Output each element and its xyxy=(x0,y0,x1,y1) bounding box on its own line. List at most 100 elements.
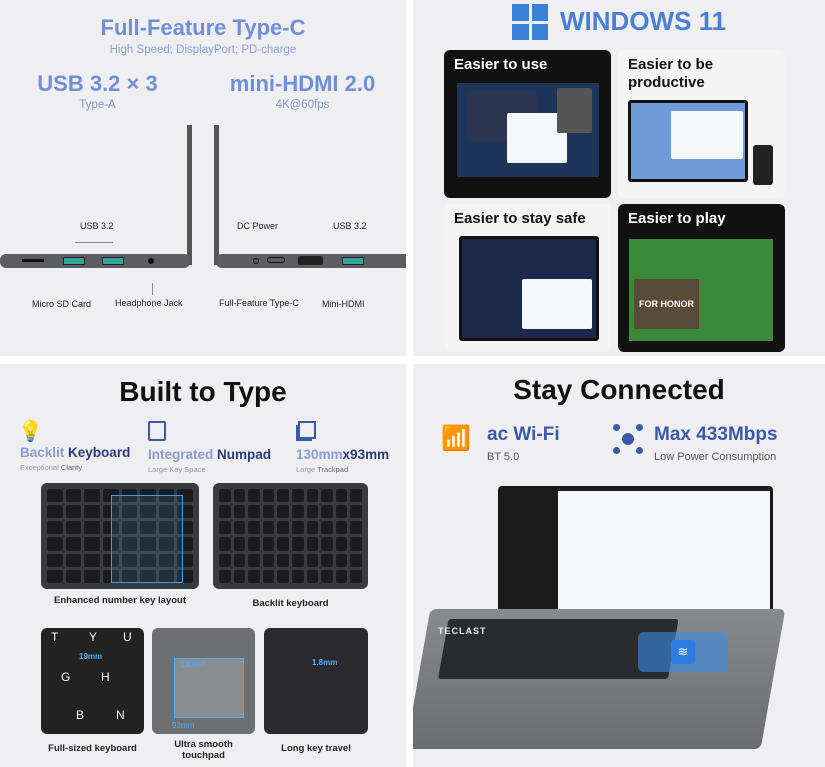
caption-fullsize: Full-sized keyboard xyxy=(48,743,137,754)
key xyxy=(102,489,119,503)
key xyxy=(177,553,193,567)
key xyxy=(140,553,156,567)
key xyxy=(84,489,100,503)
label-headphone: Headphone Jack xyxy=(115,298,183,308)
feature-numpad-sub: Large Key Space xyxy=(148,465,206,474)
key xyxy=(292,537,304,551)
microsd-slot xyxy=(22,259,44,262)
label-usb-left: USB 3.2 xyxy=(80,221,114,231)
ports-title: Full-Feature Type-C xyxy=(100,15,306,40)
key xyxy=(219,521,231,535)
windows-logo-icon xyxy=(512,4,548,40)
sub-light: Large Key xyxy=(148,465,183,474)
key-label: B xyxy=(76,708,85,722)
key xyxy=(158,521,175,535)
card-easier-productive: Easier to be productive xyxy=(618,50,785,198)
key xyxy=(233,569,246,583)
dc-port xyxy=(253,258,259,264)
windows-panel: WINDOWS 11 Easier to use Easier to be pr… xyxy=(413,0,825,356)
key xyxy=(233,553,246,567)
pad-height-dim: 93mm xyxy=(172,721,195,730)
phone-image xyxy=(753,145,773,185)
key xyxy=(177,537,193,551)
key xyxy=(65,553,82,567)
feature-bold-text: Keyboard xyxy=(68,445,131,460)
laptop-screen: FOR HONOR xyxy=(626,236,776,344)
feature-trackpad: 130mmx93mm xyxy=(296,447,389,462)
key xyxy=(321,569,333,583)
key xyxy=(140,537,156,551)
key xyxy=(47,569,63,583)
hdmi-subtitle: 4K@60fps xyxy=(275,99,330,111)
numpad-keyboard-image xyxy=(41,483,199,589)
windows-title: WINDOWS 11 xyxy=(560,6,727,36)
key xyxy=(84,505,100,519)
connect-title: Stay Connected xyxy=(513,374,725,405)
key xyxy=(65,569,82,583)
ports-subtitle: High Speed; DisplayPort; PD-charge xyxy=(109,44,297,56)
key xyxy=(292,489,304,503)
key xyxy=(321,553,333,567)
key xyxy=(248,553,260,567)
key xyxy=(350,521,362,535)
key xyxy=(321,505,333,519)
key xyxy=(177,521,193,535)
pad-width-dim: 130mm xyxy=(180,660,207,669)
key xyxy=(84,521,100,535)
key xyxy=(350,489,362,503)
caption-touchpad: Ultra smooth touchpad xyxy=(174,739,233,761)
key xyxy=(292,569,304,583)
key xyxy=(262,521,275,535)
key-travel-dim: 1.8mm xyxy=(312,658,338,667)
key xyxy=(262,537,275,551)
key xyxy=(65,489,82,503)
bulb-icon: 💡 xyxy=(18,421,43,443)
key xyxy=(350,569,362,583)
key xyxy=(140,505,156,519)
brand-logo: TECLAST xyxy=(438,626,487,636)
caption-backlit: Backlit keyboard xyxy=(252,598,329,609)
key xyxy=(277,489,289,503)
typec-port xyxy=(267,257,285,263)
sub-bold: Clarity xyxy=(60,463,83,472)
key-label: U xyxy=(123,630,132,644)
feature-numpad: Integrated Numpad xyxy=(148,447,271,462)
key xyxy=(219,489,231,503)
laptop-screen xyxy=(498,486,773,626)
key xyxy=(219,569,231,583)
key xyxy=(84,553,100,567)
key xyxy=(248,521,260,535)
key xyxy=(335,553,348,567)
card-title: Easier to play xyxy=(628,210,726,227)
feature-bold-text: x93mm xyxy=(342,447,390,462)
key xyxy=(102,569,119,583)
key xyxy=(84,537,100,551)
card-title: Easier to stay safe xyxy=(454,210,586,227)
key xyxy=(306,553,319,567)
ports-panel: Full-Feature Type-C High Speed; DisplayP… xyxy=(0,0,406,356)
numpad-icon xyxy=(148,421,166,441)
sub-bold: Space xyxy=(184,465,206,474)
feature-backlit-sub: Exceptional Clarity xyxy=(20,463,82,472)
sub-light: Large xyxy=(296,465,316,474)
connectivity-panel: Stay Connected 📶 ac Wi-Fi BT 5.0 Max 433… xyxy=(413,364,825,767)
keyboard-title: Built to Type xyxy=(119,376,287,407)
wifi-subtitle: BT 5.0 xyxy=(487,451,520,463)
hdmi-title: mini-HDMI 2.0 xyxy=(229,71,376,96)
caption-numpad: Enhanced number key layout xyxy=(54,595,186,606)
leader-line xyxy=(75,242,113,243)
card-easier-play: Easier to play FOR HONOR xyxy=(618,204,785,352)
key xyxy=(177,569,193,583)
label-minihdmi: Mini-HDMI xyxy=(322,299,365,309)
key xyxy=(292,521,304,535)
key xyxy=(140,569,156,583)
key xyxy=(121,537,138,551)
key xyxy=(121,553,138,567)
backlit-keyboard-image xyxy=(213,483,368,589)
feature-bold-text: Numpad xyxy=(217,447,272,462)
key xyxy=(233,489,246,503)
wifi-icon: 📶 xyxy=(441,425,471,452)
key-label: Y xyxy=(89,630,98,644)
label-microsd: Micro SD Card xyxy=(32,299,92,309)
label-typec: Full-Feature Type-C xyxy=(219,298,299,308)
